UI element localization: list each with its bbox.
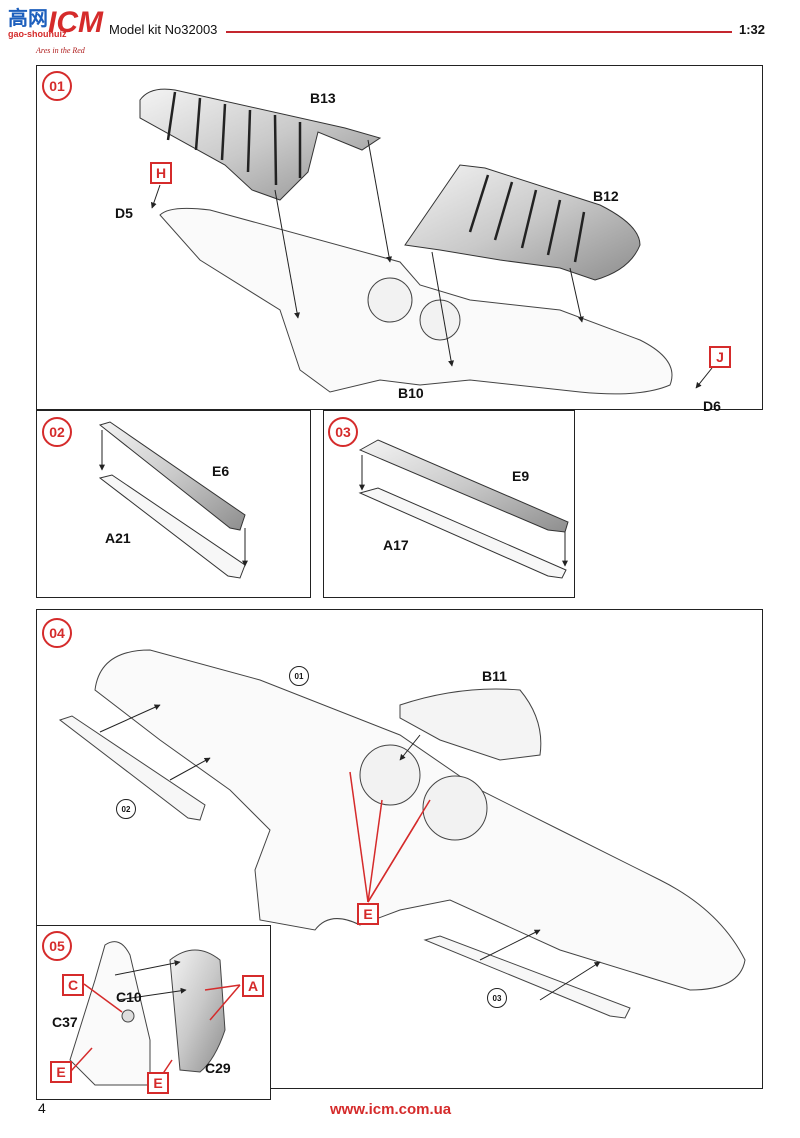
header-rule	[226, 31, 732, 33]
logo-watermark-chars: 高网	[8, 6, 48, 30]
step-01-badge: 01	[42, 71, 72, 101]
model-kit-title: Model kit No32003	[109, 22, 218, 37]
part-label-b10: B10	[398, 385, 424, 401]
part-label-c10: C10	[116, 989, 142, 1005]
part-label-d5: D5	[115, 205, 133, 221]
part-b10-drawing	[159, 207, 673, 395]
wing-assembly-drawing	[58, 649, 746, 1019]
part-e6-drawing	[98, 421, 246, 579]
part-label-e9: E9	[512, 468, 530, 484]
paint-code-a: A	[242, 975, 264, 997]
website-link[interactable]: www.icm.com.ua	[330, 1101, 452, 1118]
page-number: 4	[38, 1100, 46, 1116]
part-label-c29: C29	[205, 1060, 231, 1076]
panel-step-02	[36, 410, 311, 598]
ref-step-02: 02	[116, 799, 136, 819]
scale-label: 1:32	[739, 22, 766, 37]
part-label-e6: E6	[212, 463, 230, 479]
logo-brand: ICM	[48, 6, 103, 39]
step-04-badge: 04	[42, 618, 72, 648]
part-e9-drawing	[358, 439, 569, 579]
paint-code-e-bottom: E	[147, 1072, 169, 1094]
part-label-a17: A17	[383, 537, 409, 553]
ref-step-01: 01	[289, 666, 309, 686]
part-label-a21: A21	[105, 530, 131, 546]
part-label-b11: B11	[482, 668, 507, 684]
step-03-badge: 03	[328, 417, 358, 447]
panel-step-05	[36, 925, 271, 1100]
logo-watermark-url: gao-shouhuiz	[8, 29, 67, 39]
paint-code-e: E	[357, 903, 379, 925]
paint-code-c: C	[62, 974, 84, 996]
part-label-c37: C37	[52, 1014, 78, 1030]
part-label-b13: B13	[310, 90, 336, 106]
paint-code-j: J	[709, 346, 731, 368]
part-label-d6: D6	[703, 398, 721, 414]
step-05-badge: 05	[42, 931, 72, 961]
paint-code-h: H	[150, 162, 172, 184]
ref-step-03: 03	[487, 988, 507, 1008]
step-02-badge: 02	[42, 417, 72, 447]
logo-tagline: Ares in the Red	[36, 46, 85, 55]
part-label-b12: B12	[593, 188, 619, 204]
logo: 高网 ICM gao-shouhuiz Ares in the Red	[6, 2, 103, 60]
part-b13-drawing	[139, 88, 382, 201]
paint-code-e-left: E	[50, 1061, 72, 1083]
seat-assembly-drawing	[69, 941, 226, 1086]
part-b12-drawing	[404, 164, 641, 281]
